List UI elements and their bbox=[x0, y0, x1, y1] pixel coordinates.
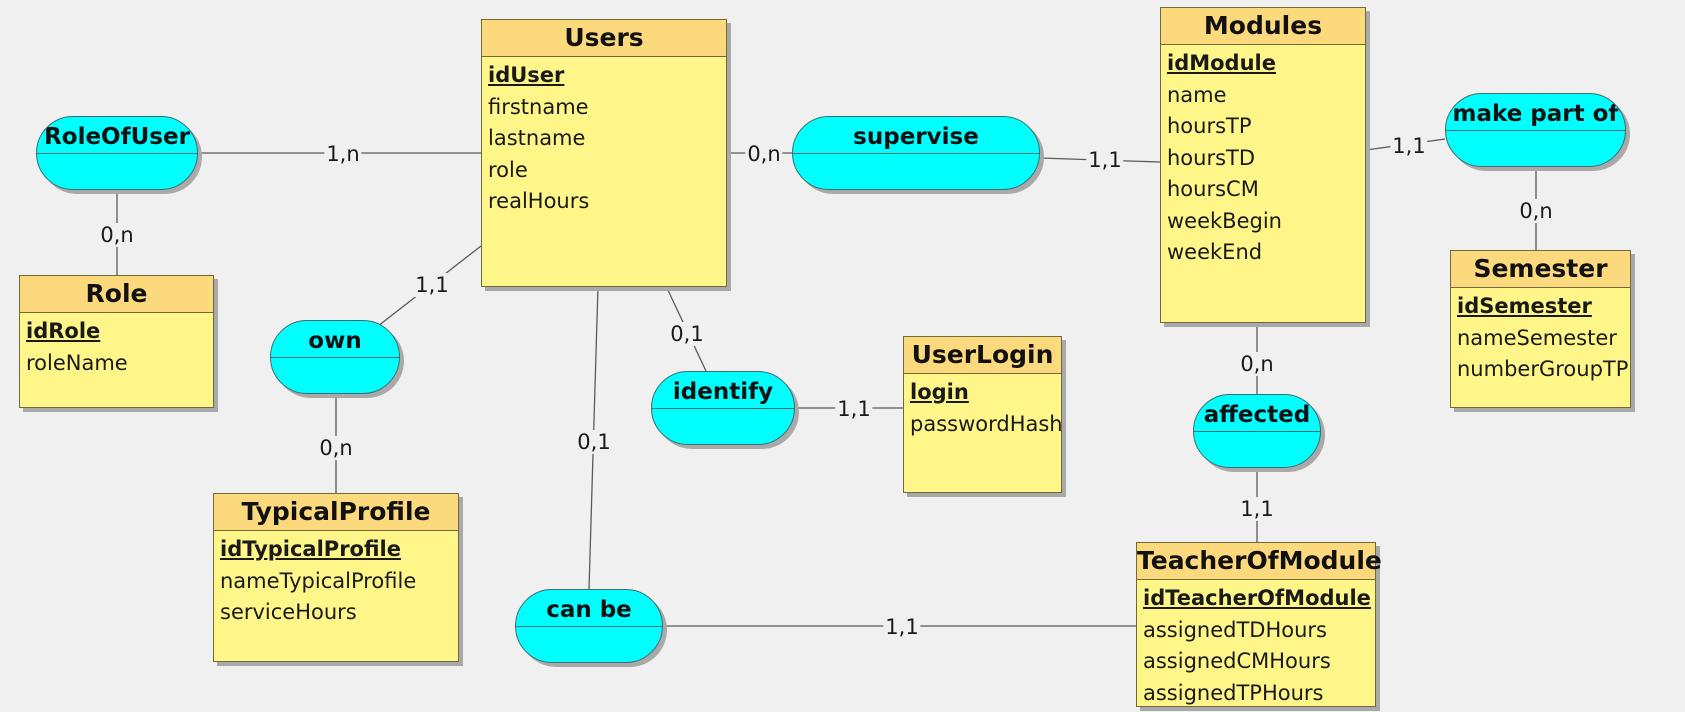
association-name: affected bbox=[1194, 395, 1320, 432]
entity-attribute: nameTypicalProfile bbox=[220, 568, 417, 593]
entity-title: Users bbox=[482, 20, 726, 57]
entity-attribute: lastname bbox=[488, 126, 586, 150]
entity-primary-key: idTeacherOfModule bbox=[1143, 586, 1371, 610]
entity-attribute: passwordHash bbox=[910, 411, 1063, 436]
association-make-part-of[interactable]: make part of bbox=[1445, 93, 1626, 167]
association-roleofuser[interactable]: RoleOfUser bbox=[36, 116, 198, 190]
entity-primary-key: idUser bbox=[488, 63, 565, 87]
association-name: make part of bbox=[1446, 94, 1625, 131]
entity-primary-key: idRole bbox=[26, 319, 101, 343]
entity-attribute: hoursTP bbox=[1167, 114, 1252, 138]
entity-users[interactable]: Users idUser firstname lastname role rea… bbox=[481, 19, 727, 287]
entity-attribute: weekEnd bbox=[1167, 240, 1263, 264]
cardinality-users-canbe: 0,1 bbox=[575, 430, 613, 454]
entity-attribute: serviceHours bbox=[220, 600, 357, 624]
association-name: supervise bbox=[793, 117, 1039, 154]
entity-attribute: roleName bbox=[26, 350, 128, 375]
cardinality-users-roleofuser: 1,n bbox=[324, 142, 362, 166]
association-name: own bbox=[271, 321, 399, 358]
cardinality-role-roleofuser: 0,n bbox=[98, 223, 136, 247]
association-supervise[interactable]: supervise bbox=[792, 116, 1040, 190]
association-own[interactable]: own bbox=[270, 320, 400, 394]
cardinality-typicalprofile-own: 0,n bbox=[317, 436, 355, 460]
entity-attribute: weekBegin bbox=[1167, 208, 1282, 233]
entity-attribute: hoursTD bbox=[1167, 145, 1256, 170]
entity-primary-key: idModule bbox=[1167, 51, 1276, 75]
cardinality-modules-affected: 0,n bbox=[1238, 352, 1276, 376]
entity-title: UserLogin bbox=[904, 337, 1061, 374]
entity-attribute: role bbox=[488, 157, 528, 182]
cardinality-semester-makepartof: 0,n bbox=[1517, 199, 1555, 223]
entity-attribute: assignedCMHours bbox=[1143, 649, 1331, 673]
entity-modules[interactable]: Modules idModule name hoursTP hoursTD ho… bbox=[1160, 7, 1366, 323]
entity-role[interactable]: Role idRole roleName bbox=[19, 275, 214, 408]
entity-attribute: firstname bbox=[488, 94, 589, 119]
association-name: RoleOfUser bbox=[37, 117, 197, 154]
entity-attribute: assignedTDHours bbox=[1143, 617, 1327, 642]
entity-typicalprofile[interactable]: TypicalProfile idTypicalProfile nameTypi… bbox=[213, 493, 459, 662]
cardinality-modules-supervise: 1,1 bbox=[1086, 148, 1124, 172]
entity-attribute: name bbox=[1167, 82, 1227, 107]
entity-title: TeacherOfModule bbox=[1137, 543, 1382, 580]
entity-userlogin[interactable]: UserLogin login passwordHash bbox=[903, 336, 1063, 493]
cardinality-teacherofmodule-canbe: 1,1 bbox=[883, 615, 921, 639]
entity-attribute: hoursCM bbox=[1167, 177, 1259, 201]
association-name: can be bbox=[516, 590, 662, 627]
association-identify[interactable]: identify bbox=[651, 371, 795, 445]
entity-attribute: realHours bbox=[488, 189, 590, 213]
entity-teacherofmodule[interactable]: TeacherOfModule idTeacherOfModule assign… bbox=[1136, 542, 1382, 707]
entity-attribute: assignedTPHours bbox=[1143, 680, 1324, 705]
cardinality-users-supervise: 0,n bbox=[745, 142, 783, 166]
entity-attribute: numberGroupTP bbox=[1457, 357, 1629, 381]
entity-title: TypicalProfile bbox=[214, 494, 458, 531]
cardinality-users-own: 1,1 bbox=[413, 273, 451, 297]
entity-title: Semester bbox=[1451, 251, 1630, 288]
cardinality-teacherofmodule-affected: 1,1 bbox=[1238, 497, 1276, 521]
cardinality-users-identify: 0,1 bbox=[668, 322, 706, 346]
entity-attribute: nameSemester bbox=[1457, 325, 1617, 350]
cardinality-userlogin-identify: 1,1 bbox=[835, 397, 873, 421]
association-can-be[interactable]: can be bbox=[515, 589, 663, 663]
entity-semester[interactable]: Semester idSemester nameSemester numberG… bbox=[1450, 250, 1631, 408]
entity-primary-key: idTypicalProfile bbox=[220, 537, 401, 561]
association-affected[interactable]: affected bbox=[1193, 394, 1321, 468]
entity-title: Role bbox=[20, 276, 213, 313]
entity-primary-key: login bbox=[910, 380, 969, 404]
cardinality-modules-makepartof: 1,1 bbox=[1390, 134, 1428, 158]
entity-primary-key: idSemester bbox=[1457, 294, 1592, 318]
entity-title: Modules bbox=[1161, 8, 1365, 45]
association-name: identify bbox=[652, 372, 794, 409]
